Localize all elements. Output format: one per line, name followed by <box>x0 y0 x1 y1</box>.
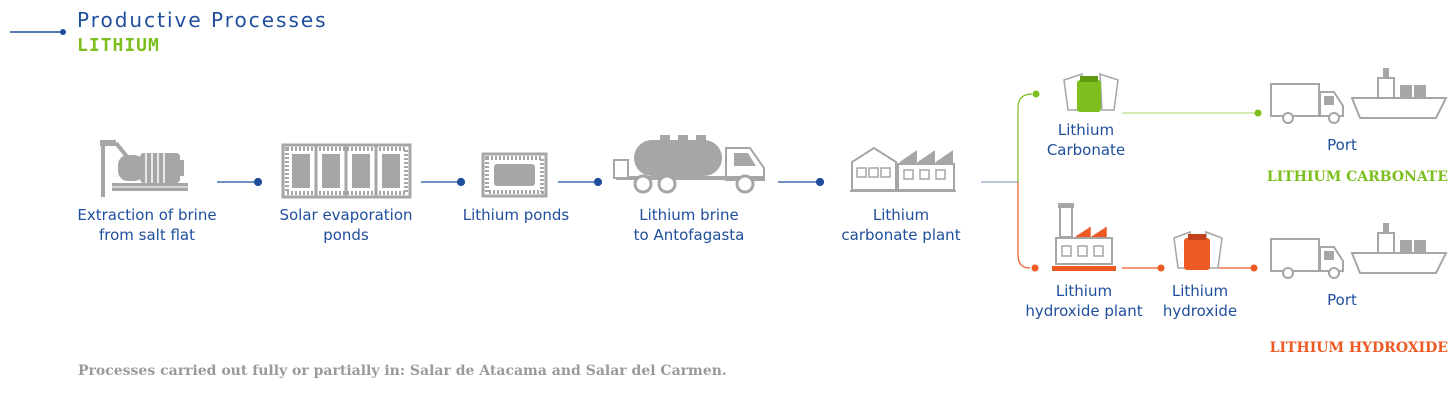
truck-ship-icon <box>1270 68 1448 124</box>
lithium-pond-icon <box>481 152 548 198</box>
hydroxide-plant-label: Lithium hydroxide plant <box>1025 282 1143 320</box>
step-label-carbonate-plant: Lithium carbonate plant <box>841 206 961 244</box>
carbonate-branch-connectors <box>1017 93 1257 182</box>
carbonate-output-label: LITHIUM CARBONATE <box>1266 169 1448 185</box>
factory-icon <box>850 146 956 192</box>
tanker-truck-icon <box>613 135 765 194</box>
diagram-subtitle: LITHIUM <box>77 35 160 56</box>
hydroxide-bag-icon <box>1173 230 1223 270</box>
brine-pump-icon <box>100 140 188 197</box>
evaporation-ponds-icon <box>281 143 412 199</box>
carbonate-port-dot <box>1254 109 1262 117</box>
hydroxide-branch-dot <box>1031 264 1039 272</box>
carbonate-port-label: Port <box>1327 136 1357 154</box>
truck-ship-icon <box>1270 223 1448 279</box>
step-label-brine-truck: Lithium brine to Antofagasta <box>633 206 745 244</box>
step-label-lithium-ponds: Lithium ponds <box>462 206 570 224</box>
step-label-solar-ponds: Solar evaporation ponds <box>279 206 413 244</box>
carbonate-product-label: Lithium Carbonate <box>1046 121 1126 159</box>
hydroxide-output-label: LITHIUM HYDROXIDE <box>1269 340 1448 356</box>
footnote: Processes carried out fully or partially… <box>78 363 727 379</box>
step-label-extraction: Extraction of brine from salt flat <box>77 206 217 244</box>
diagram-title: Productive Processes <box>77 8 328 32</box>
hydroxide-port-dot <box>1250 264 1258 272</box>
hydroxide-bag-dot <box>1157 264 1165 272</box>
carbonate-bag-icon <box>1063 72 1119 112</box>
hydroxide-port-label: Port <box>1327 291 1357 309</box>
hydroxide-plant-icon <box>1052 203 1116 271</box>
carbonate-branch-dot <box>1032 90 1040 98</box>
main-flow-connectors <box>217 177 825 187</box>
hydroxide-product-label: Lithium hydroxide <box>1162 282 1238 320</box>
hydroxide-branch-connectors <box>1017 182 1253 269</box>
header-line <box>10 29 66 35</box>
